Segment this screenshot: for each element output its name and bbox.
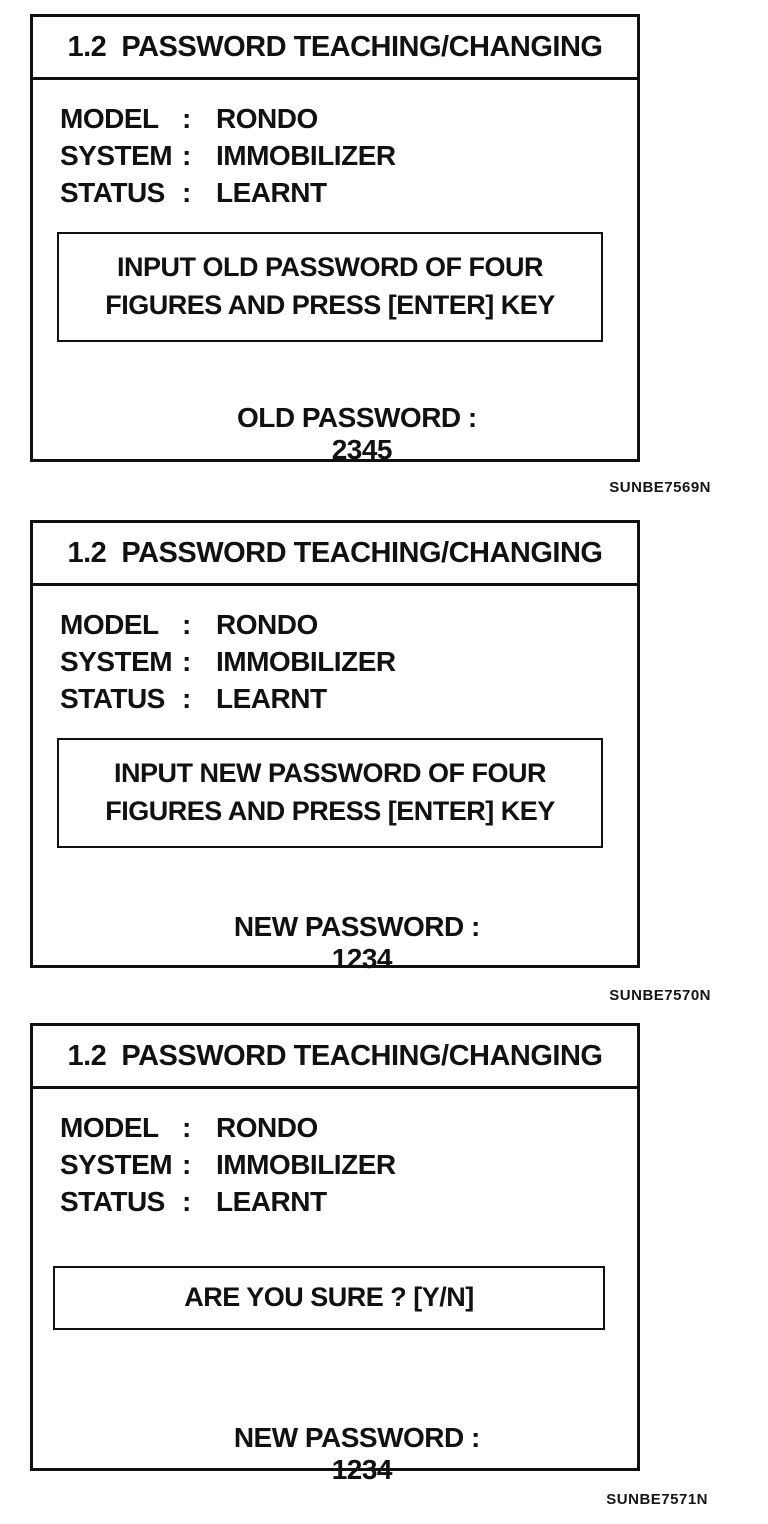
info-colon: : [182, 1112, 191, 1143]
new-password-field: NEW PASSWORD : 1234 [33, 879, 637, 1007]
info-value: IMMOBILIZER [216, 646, 396, 677]
vehicle-info-block: MODEL : RONDO SYSTEM : IMMOBILIZER STATU… [60, 1109, 396, 1220]
info-colon: : [182, 1186, 191, 1217]
info-colon: : [182, 140, 191, 171]
figure-code: SUNBE7570N [609, 987, 711, 1004]
info-value: RONDO [216, 609, 318, 640]
info-row-system: SYSTEM : IMMOBILIZER [60, 643, 396, 680]
info-label: MODEL [60, 1112, 159, 1143]
info-colon: : [182, 103, 191, 134]
info-label: SYSTEM [60, 1149, 173, 1180]
info-row-system: SYSTEM : IMMOBILIZER [60, 137, 396, 174]
new-password-field: NEW PASSWORD : 1234 [33, 1390, 637, 1518]
info-colon: : [182, 683, 191, 714]
info-row-model: MODEL : RONDO [60, 100, 396, 137]
vehicle-info-block: MODEL : RONDO SYSTEM : IMMOBILIZER STATU… [60, 100, 396, 211]
prompt-message-line: INPUT OLD PASSWORD OF FOUR [117, 252, 544, 282]
old-password-field: OLD PASSWORD : 2345 [33, 370, 637, 498]
info-row-status: STATUS : LEARNT [60, 680, 396, 717]
info-value: RONDO [216, 1112, 318, 1143]
info-value: LEARNT [216, 177, 327, 208]
info-label: SYSTEM [60, 140, 173, 171]
panel-title-text: 1.2 PASSWORD TEACHING/CHANGING [67, 536, 603, 569]
info-colon: : [182, 1149, 191, 1180]
panel-title-text: 1.2 PASSWORD TEACHING/CHANGING [67, 30, 603, 63]
info-row-system: SYSTEM : IMMOBILIZER [60, 1146, 396, 1183]
screen-panel-new-password: 1.2 PASSWORD TEACHING/CHANGING MODEL : R… [30, 520, 640, 974]
password-value: 2345 [331, 434, 393, 465]
info-row-model: MODEL : RONDO [60, 606, 396, 643]
panel-title-text: 1.2 PASSWORD TEACHING/CHANGING [67, 1039, 603, 1072]
info-row-status: STATUS : LEARNT [60, 1183, 396, 1220]
prompt-message-box: INPUT OLD PASSWORD OF FOUR FIGURES AND P… [57, 232, 603, 342]
info-label: MODEL [60, 609, 159, 640]
figure-code: SUNBE7571N [606, 1491, 708, 1508]
password-label: OLD PASSWORD : [236, 402, 477, 433]
info-colon: : [182, 609, 191, 640]
password-value: 1234 [331, 943, 393, 974]
panel-title-bar: 1.2 PASSWORD TEACHING/CHANGING [33, 17, 637, 80]
screen-panel-old-password: 1.2 PASSWORD TEACHING/CHANGING MODEL : R… [30, 14, 640, 465]
info-row-model: MODEL : RONDO [60, 1109, 396, 1146]
info-value: LEARNT [216, 1186, 327, 1217]
info-value: IMMOBILIZER [216, 1149, 396, 1180]
password-value: 1234 [331, 1454, 393, 1485]
prompt-message-line: FIGURES AND PRESS [ENTER] KEY [105, 796, 555, 826]
info-value: LEARNT [216, 683, 327, 714]
info-label: SYSTEM [60, 646, 173, 677]
info-label: MODEL [60, 103, 159, 134]
confirm-message-line: ARE YOU SURE ? [Y/N] [184, 1282, 474, 1312]
prompt-message-box: INPUT NEW PASSWORD OF FOUR FIGURES AND P… [57, 738, 603, 848]
password-label: NEW PASSWORD : [233, 1422, 481, 1453]
info-label: STATUS [60, 1186, 165, 1217]
figure-code: SUNBE7569N [609, 479, 711, 496]
info-value: RONDO [216, 103, 318, 134]
info-colon: : [182, 177, 191, 208]
vehicle-info-block: MODEL : RONDO SYSTEM : IMMOBILIZER STATU… [60, 606, 396, 717]
info-colon: : [182, 646, 191, 677]
info-label: STATUS [60, 683, 165, 714]
password-label: NEW PASSWORD : [233, 911, 481, 942]
screen-panel-confirm: 1.2 PASSWORD TEACHING/CHANGING MODEL : R… [30, 1023, 640, 1485]
confirm-message-box: ARE YOU SURE ? [Y/N] [53, 1266, 605, 1330]
info-value: IMMOBILIZER [216, 140, 396, 171]
info-label: STATUS [60, 177, 165, 208]
panel-title-bar: 1.2 PASSWORD TEACHING/CHANGING [33, 523, 637, 586]
panel-title-bar: 1.2 PASSWORD TEACHING/CHANGING [33, 1026, 637, 1089]
info-row-status: STATUS : LEARNT [60, 174, 396, 211]
prompt-message-line: FIGURES AND PRESS [ENTER] KEY [105, 290, 555, 320]
prompt-message-line: INPUT NEW PASSWORD OF FOUR [114, 758, 547, 788]
